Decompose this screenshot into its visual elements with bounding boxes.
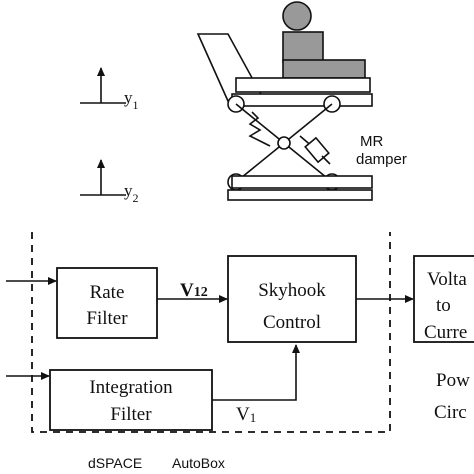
base-plate [227, 189, 373, 201]
occupant-head [282, 1, 312, 31]
signal-v1-label: V1 [236, 404, 256, 425]
voltage-to-current-label-line2: to [436, 295, 451, 316]
mr-damper-label-line2: damper [356, 151, 407, 168]
dspace-boundary [31, 232, 391, 433]
voltage-to-current-label-line3: Curre [424, 322, 467, 343]
rate-filter-block: Rate Filter [56, 267, 158, 339]
axis-y1-label: y1 [124, 88, 139, 112]
integration-filter-label-line1: Integration [89, 377, 173, 398]
mr-damper-label-line1: MR [360, 133, 383, 150]
voltage-to-current-block: Volta to Curre [413, 255, 474, 343]
integration-filter-label-line2: Filter [110, 404, 152, 425]
axis-y1: y1 [80, 67, 139, 112]
axis-y2-label: y2 [124, 181, 139, 205]
seat-mechanism [196, 1, 373, 201]
signal-v12-label: V12 [180, 280, 208, 301]
spring [248, 111, 271, 147]
power-circuit-label-line1: Pow [436, 370, 470, 391]
power-circuit-label-line2: Circ [434, 402, 467, 423]
occupant-torso [282, 31, 324, 63]
skyhook-control-label-line1: Skyhook [258, 280, 326, 301]
dspace-label: dSPACE [88, 455, 142, 471]
seat-cushion [235, 77, 371, 93]
mr-damper [299, 135, 331, 165]
scissor-pivot [277, 136, 291, 150]
skyhook-control-label-line2: Control [263, 312, 321, 333]
base-frame [231, 175, 373, 189]
axis-y2: y2 [80, 159, 139, 205]
integration-filter-block: Integration Filter [49, 369, 213, 431]
upper-frame [231, 93, 373, 107]
voltage-to-current-label-line1: Volta [427, 269, 467, 290]
arrow-integration-to-skyhook [212, 344, 300, 401]
occupant-lap [282, 59, 366, 79]
autobox-label: AutoBox [172, 455, 225, 471]
skyhook-control-block: Skyhook Control [227, 255, 357, 343]
rate-filter-label-line2: Filter [86, 308, 128, 329]
rate-filter-label-line1: Rate [90, 282, 125, 303]
